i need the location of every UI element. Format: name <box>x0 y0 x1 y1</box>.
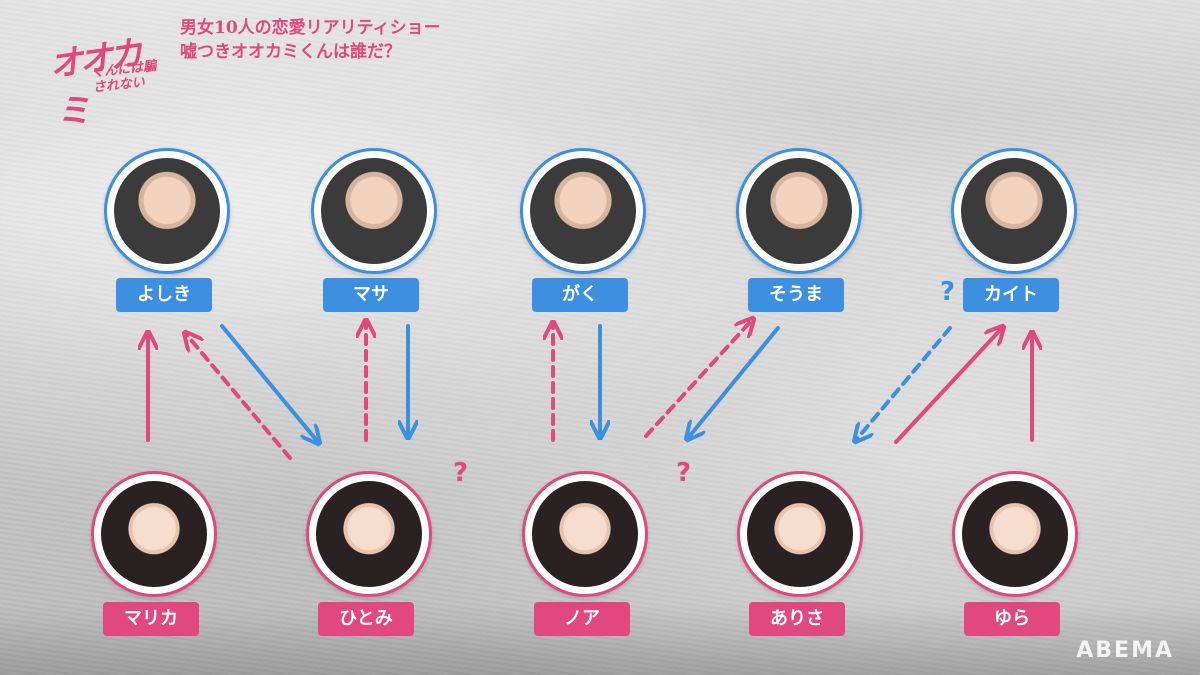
nametag-gaku: がく <box>532 278 628 312</box>
arrow-yoshiki-to-hitomi <box>220 324 318 442</box>
photo-hitomi <box>316 481 422 587</box>
nametag-noa: ノア <box>534 602 630 636</box>
photo-kaito <box>961 158 1067 264</box>
avatar-souma[interactable] <box>736 148 862 274</box>
question-mark-hitomi: ? <box>453 458 469 488</box>
avatar-noa[interactable] <box>522 471 648 597</box>
photo-gaku <box>530 158 636 264</box>
avatar-yoshiki[interactable] <box>104 148 230 274</box>
nametag-souma: そうま <box>748 278 844 312</box>
avatar-yura[interactable] <box>952 471 1078 597</box>
nametag-kaito: カイト <box>963 278 1059 312</box>
avatar-arisa[interactable] <box>737 471 863 597</box>
nametag-arisa: ありさ <box>749 602 845 636</box>
nametag-masa: マサ <box>323 278 419 312</box>
photo-arisa <box>747 481 853 587</box>
avatar-gaku[interactable] <box>520 148 646 274</box>
nametag-marika: マリカ <box>103 602 199 636</box>
avatar-hitomi[interactable] <box>306 471 432 597</box>
arrow-hitomi-to-yoshiki <box>186 334 292 460</box>
arrow-souma-to-noa <box>688 326 780 438</box>
nametag-yura: ゆら <box>964 602 1060 636</box>
photo-yoshiki <box>114 158 220 264</box>
avatar-marika[interactable] <box>91 471 217 597</box>
avatar-masa[interactable] <box>311 148 437 274</box>
subtitle-line-1: 男女10人の恋愛リアリティショー <box>180 18 441 38</box>
arrow-noa-to-souma <box>644 320 752 438</box>
nametag-yoshiki: よしき <box>116 278 212 312</box>
avatar-kaito[interactable] <box>951 148 1077 274</box>
subtitle-line-2: 嘘つきオオカミくんは誰だ？ <box>180 42 401 62</box>
question-mark-noa: ? <box>676 458 692 488</box>
photo-yura <box>962 481 1068 587</box>
photo-marika <box>101 481 207 587</box>
photo-noa <box>532 481 638 587</box>
arrow-arisa-to-kaito <box>894 328 1002 444</box>
nametag-hitomi: ひとみ <box>318 602 414 636</box>
show-subtitle: 男女10人の恋愛リアリティショー 嘘つきオオカミくんは誰だ？ <box>180 16 520 64</box>
arrow-kaito-to-arisa <box>856 326 952 440</box>
abema-watermark: ABEMA <box>1076 638 1174 663</box>
photo-souma <box>746 158 852 264</box>
question-mark-kaito: ? <box>940 277 956 307</box>
photo-masa <box>321 158 427 264</box>
